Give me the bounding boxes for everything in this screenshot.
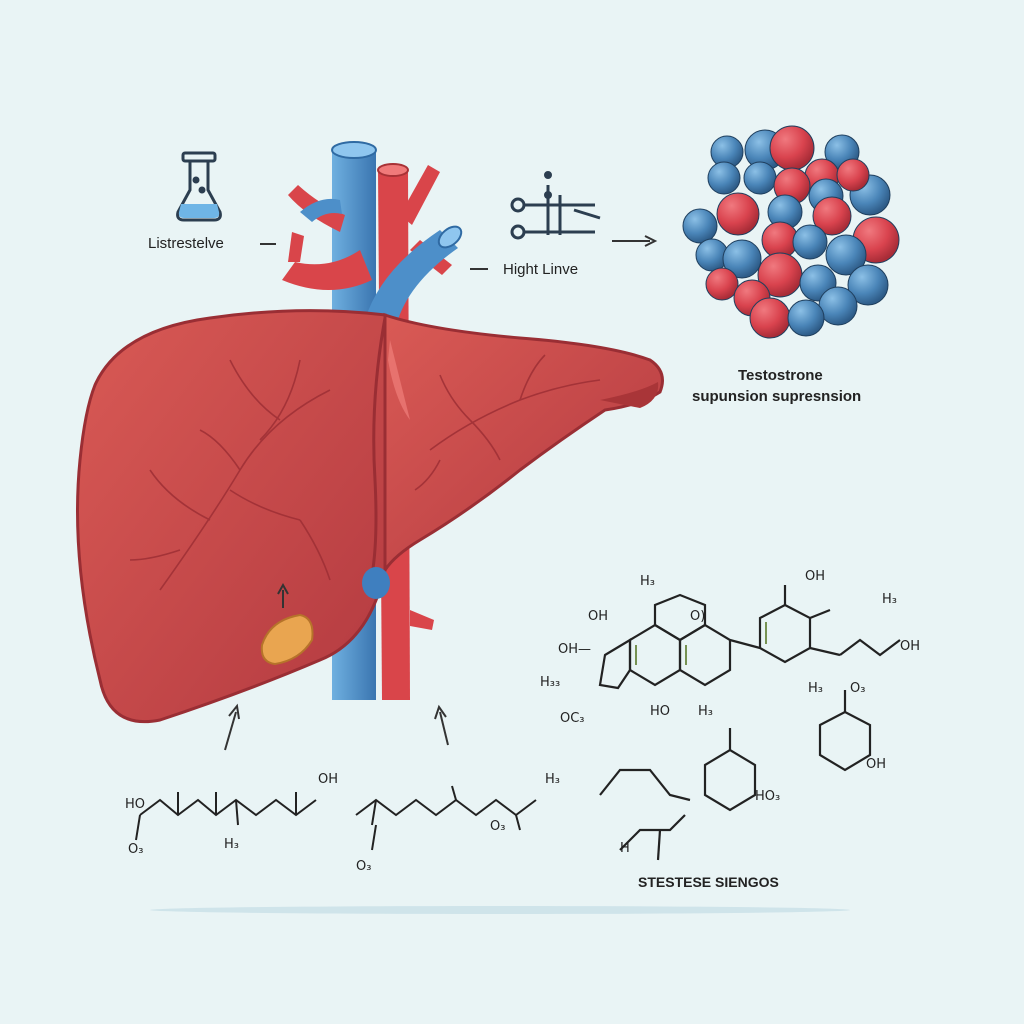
svg-text:O): O): [690, 609, 705, 624]
pathway-arrows: [224, 703, 449, 751]
svg-text:H₃: H₃: [224, 837, 239, 852]
svg-text:OH—: OH—: [558, 642, 591, 657]
molecule-cluster: [682, 125, 900, 339]
steroid-ring-accents: [635, 622, 767, 665]
svg-text:H₃: H₃: [882, 592, 897, 607]
svg-text:OH: OH: [588, 609, 608, 624]
svg-text:OH: OH: [900, 639, 920, 654]
svg-text:H₃: H₃: [640, 574, 655, 589]
svg-text:OH: OH: [805, 569, 825, 584]
svg-text:H₃: H₃: [698, 704, 713, 719]
molecule-caption-title: Testostrone: [738, 367, 823, 384]
left-caption: Listrestelve: [148, 235, 224, 252]
svg-text:OH: OH: [318, 772, 338, 787]
flask-icon: [176, 151, 222, 222]
svg-text:O₃: O₃: [356, 859, 371, 874]
svg-text:HO₃: HO₃: [755, 789, 780, 804]
molecule-caption-subtitle: supunsion supresnsion: [692, 388, 862, 405]
svg-text:O₃: O₃: [850, 681, 865, 696]
svg-text:OH: OH: [866, 757, 886, 772]
connector-lines: [260, 235, 658, 270]
circuit-icon: [510, 171, 601, 240]
svg-text:H₃: H₃: [545, 772, 560, 787]
chemistry-labels: H₃ OH H₃ OH O) OH— H₃₃ OC₃ HO H₃ OH H₃ O…: [125, 569, 920, 874]
svg-text:O₃: O₃: [490, 819, 505, 834]
svg-text:H: H: [620, 841, 630, 856]
floor-shadow: [150, 906, 850, 914]
fatty-acid-chain: [135, 785, 537, 851]
svg-text:O₃: O₃: [128, 842, 143, 857]
steroid-structure: [598, 585, 901, 861]
bottom-caption: STESTESE SIENGOS: [638, 874, 779, 890]
right-caption: Hight Linve: [503, 261, 579, 278]
liver-illustration: [76, 309, 664, 724]
svg-text:OC₃: OC₃: [560, 711, 585, 726]
svg-text:HO: HO: [650, 704, 670, 719]
svg-text:H₃: H₃: [808, 681, 823, 696]
svg-text:H₃₃: H₃₃: [540, 675, 560, 690]
svg-text:HO: HO: [125, 797, 145, 812]
